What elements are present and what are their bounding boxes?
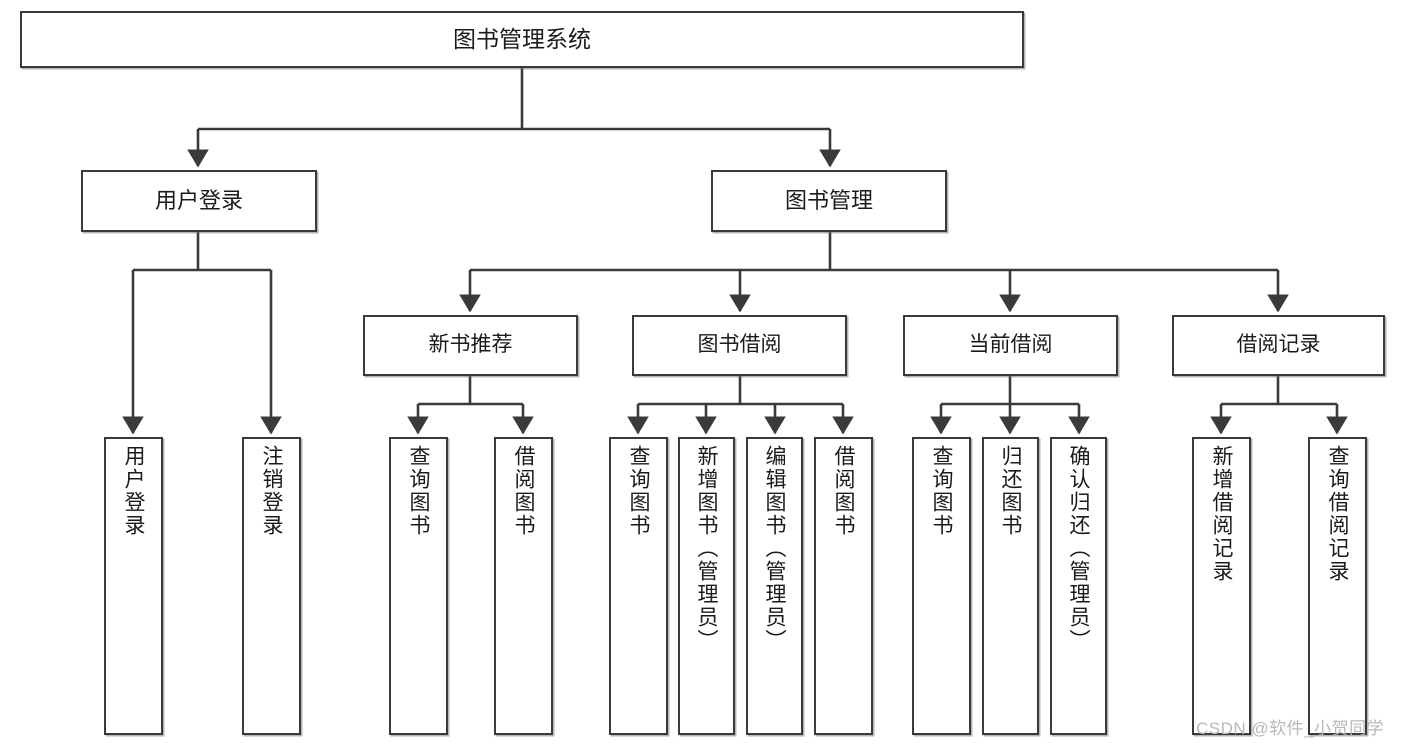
leaf-nb-borrow-book[interactable]: 借阅图书: [494, 437, 553, 735]
node-book-borrow-label: 图书借阅: [697, 333, 782, 357]
node-user-login[interactable]: 用户登录: [81, 170, 317, 232]
node-borrow-records-label: 借阅记录: [1236, 333, 1321, 357]
leaf-nb-query-book-label: 查询图书: [407, 445, 430, 537]
leaf-cb-query-book-label: 查询图书: [930, 445, 953, 537]
leaf-logout[interactable]: 注销登录: [242, 437, 301, 735]
leaf-cb-confirm-return-admin-label: 确认归还（管理员）: [1067, 445, 1090, 652]
node-book-borrow[interactable]: 图书借阅: [632, 315, 847, 376]
csdn-watermark: CSDN @软件_小贺同学: [1196, 719, 1385, 738]
node-current-borrow-label: 当前借阅: [968, 333, 1053, 357]
leaf-bb-edit-book-admin-label: 编辑图书（管理员）: [763, 445, 786, 652]
leaf-br-query-record[interactable]: 查询借阅记录: [1308, 437, 1367, 735]
node-book-management[interactable]: 图书管理: [711, 170, 947, 232]
leaf-cb-confirm-return-admin[interactable]: 确认归还（管理员）: [1050, 437, 1107, 735]
leaf-logout-label: 注销登录: [260, 445, 283, 537]
leaf-nb-query-book[interactable]: 查询图书: [389, 437, 448, 735]
leaf-bb-query-book[interactable]: 查询图书: [609, 437, 668, 735]
leaf-bb-add-book-admin[interactable]: 新增图书（管理员）: [678, 437, 735, 735]
node-new-book-recommend-label: 新书推荐: [428, 333, 513, 357]
node-book-management-label: 图书管理: [784, 188, 873, 214]
leaf-user-login[interactable]: 用户登录: [104, 437, 163, 735]
node-new-book-recommend[interactable]: 新书推荐: [363, 315, 578, 376]
leaf-br-query-record-label: 查询借阅记录: [1326, 445, 1349, 583]
leaf-br-add-record-label: 新增借阅记录: [1210, 445, 1233, 583]
leaf-cb-query-book[interactable]: 查询图书: [912, 437, 971, 735]
leaf-nb-borrow-book-label: 借阅图书: [512, 445, 535, 537]
leaf-br-add-record[interactable]: 新增借阅记录: [1192, 437, 1251, 735]
node-user-login-label: 用户登录: [154, 188, 243, 214]
leaf-bb-add-book-admin-label: 新增图书（管理员）: [695, 445, 718, 652]
leaf-user-login-label: 用户登录: [122, 445, 145, 537]
node-root-system-label: 图书管理系统: [453, 25, 591, 52]
node-current-borrow[interactable]: 当前借阅: [903, 315, 1118, 376]
leaf-bb-edit-book-admin[interactable]: 编辑图书（管理员）: [746, 437, 803, 735]
leaf-bb-borrow-book[interactable]: 借阅图书: [814, 437, 873, 735]
leaf-bb-query-book-label: 查询图书: [627, 445, 650, 537]
leaf-bb-borrow-book-label: 借阅图书: [832, 445, 855, 537]
leaf-cb-return-book[interactable]: 归还图书: [982, 437, 1039, 735]
leaf-cb-return-book-label: 归还图书: [999, 445, 1022, 537]
node-root-system[interactable]: 图书管理系统: [20, 11, 1024, 68]
node-borrow-records[interactable]: 借阅记录: [1172, 315, 1385, 376]
